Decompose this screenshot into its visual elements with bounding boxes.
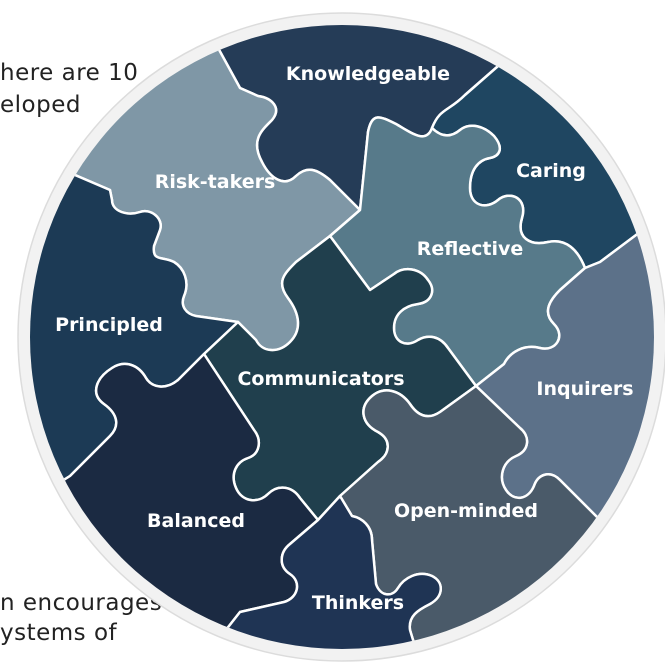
label-caring: Caring (516, 160, 586, 182)
label-balanced: Balanced (147, 510, 245, 532)
background-text-line-1: here are 10 (0, 60, 139, 86)
label-knowledgeable: Knowledgeable (286, 63, 450, 85)
background-text-line-3: n encourages (0, 590, 163, 616)
label-inquirers: Inquirers (536, 378, 633, 400)
label-principled: Principled (55, 314, 163, 336)
background-text-line-2: eloped (0, 92, 81, 118)
label-risk-takers: Risk-takers (155, 171, 276, 193)
label-open-minded: Open-minded (394, 500, 538, 522)
label-reflective: Reflective (417, 238, 524, 260)
piece-thinkers (198, 494, 442, 649)
background-text-line-4: ystems of (0, 620, 118, 646)
label-thinkers: Thinkers (312, 592, 404, 614)
label-communicators: Communicators (237, 368, 404, 390)
